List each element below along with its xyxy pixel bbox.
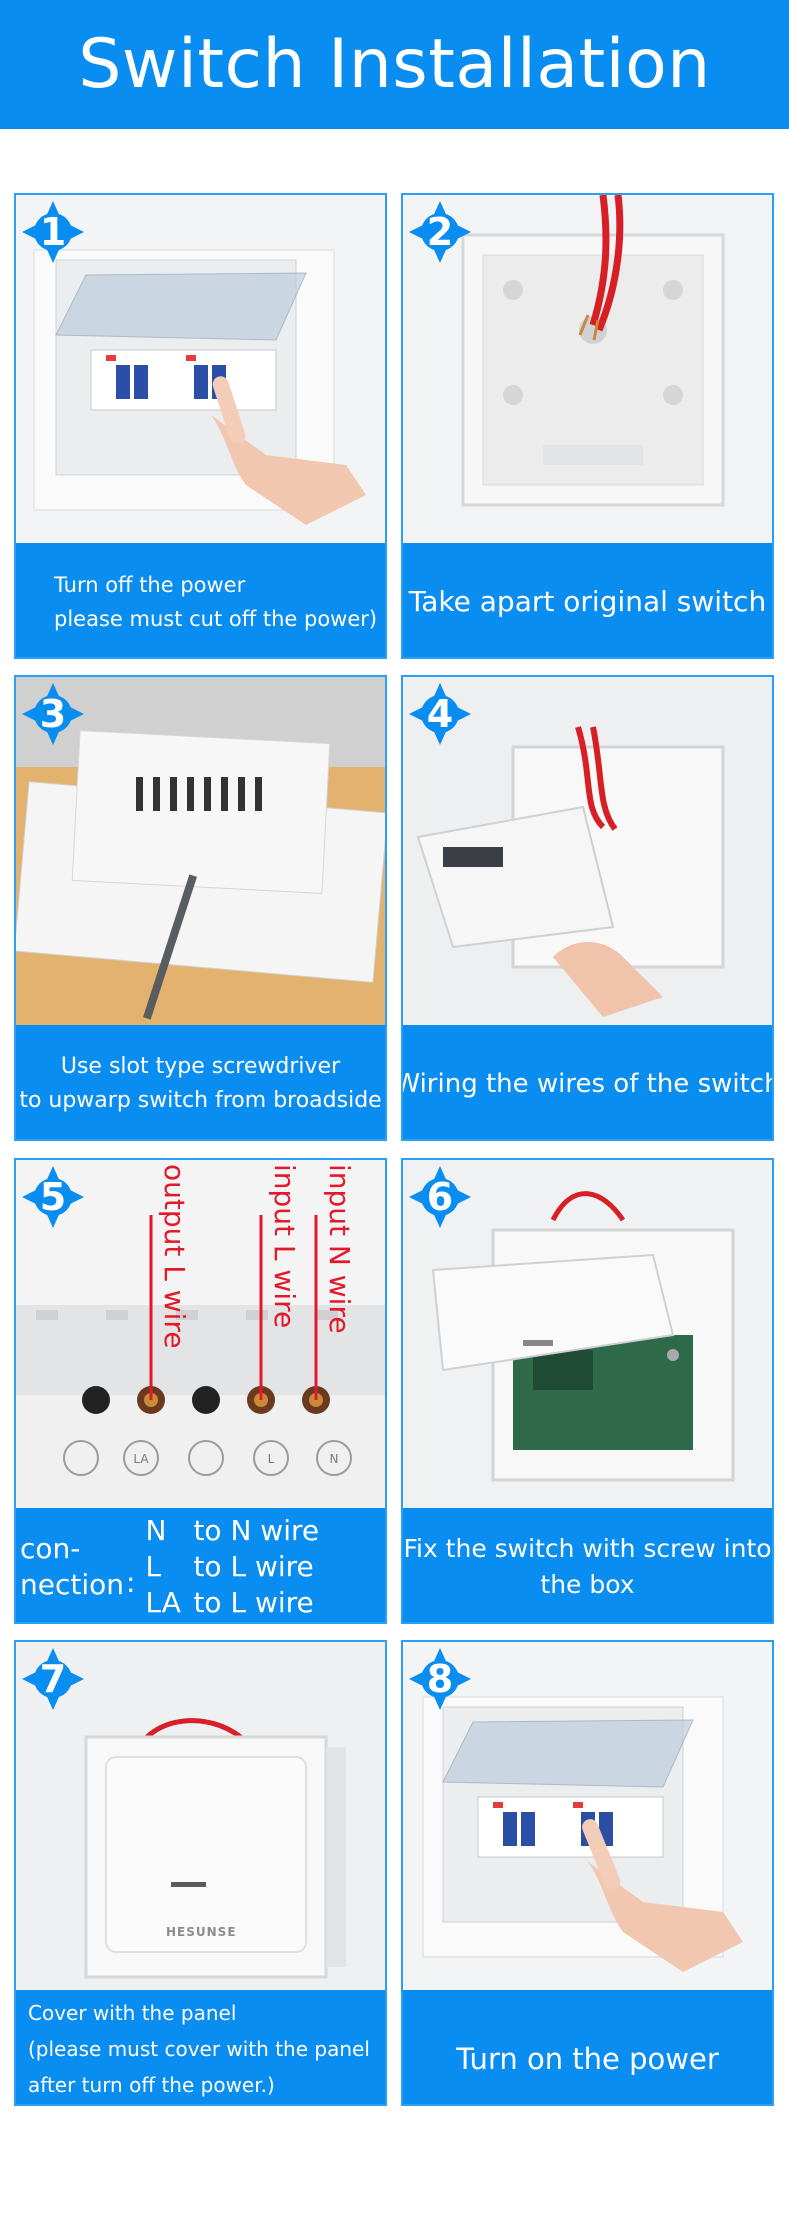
screwdriver-photo bbox=[16, 677, 385, 1025]
caption-line: to upwarp switch from broadside bbox=[19, 1088, 382, 1113]
caption-line: Turn on the power bbox=[456, 2042, 719, 2076]
step-number: 2 bbox=[426, 210, 454, 254]
fix-screw-photo bbox=[403, 1160, 772, 1508]
terminal-photo: LA L N bbox=[16, 1160, 385, 1508]
step-caption-7: Cover with the panel (please must cover … bbox=[16, 1990, 385, 2104]
breaker-panel-photo bbox=[16, 195, 385, 543]
svg-text:L: L bbox=[268, 1452, 275, 1466]
svg-text:LA: LA bbox=[133, 1452, 149, 1466]
step-number: 7 bbox=[39, 1657, 67, 1701]
wiring-photo bbox=[403, 677, 772, 1025]
step-caption-1: Turn off the power please must cut off t… bbox=[16, 543, 385, 657]
step-caption-6: Fix the switch with screw into the box bbox=[403, 1508, 772, 1622]
connection-label: con- bbox=[20, 1532, 81, 1565]
step-card-7: HESUNSE 7 Cover with the panel (please m… bbox=[14, 1640, 387, 2106]
wire-label-output-l: output L wire bbox=[158, 1164, 191, 1349]
wire-label-input-l: input L wire bbox=[268, 1164, 301, 1329]
step-badge-4: 4 bbox=[407, 681, 473, 747]
step-badge-6: 6 bbox=[407, 1164, 473, 1230]
caption-line: Use slot type screwdriver bbox=[60, 1054, 341, 1079]
step-badge-2: 2 bbox=[407, 199, 473, 265]
step-card-4: 4 Wiring the wires of the switch bbox=[401, 675, 774, 1141]
step-card-2: 2 Take apart original switch bbox=[401, 193, 774, 659]
step-badge-7: 7 bbox=[20, 1646, 86, 1712]
connection-colon: : bbox=[126, 1565, 136, 1599]
step-number: 8 bbox=[426, 1657, 454, 1701]
step-card-5: LA L N output L wire input L wire input N … bbox=[14, 1158, 387, 1624]
panel-cover-photo bbox=[16, 1642, 385, 1990]
step-number: 3 bbox=[39, 692, 67, 736]
page-title: Switch Installation bbox=[78, 24, 711, 104]
step-card-1: 1 Turn off the power please must cut off… bbox=[14, 193, 387, 659]
step-badge-3: 3 bbox=[20, 681, 86, 747]
connection-label: nection bbox=[20, 1568, 125, 1601]
step-card-6: 6 Fix the switch with screw into the box bbox=[401, 1158, 774, 1624]
brand-logo: HESUNSE bbox=[166, 1925, 237, 1939]
caption-line: please must cut off the power) bbox=[54, 607, 378, 631]
caption-line: Take apart original switch bbox=[408, 585, 767, 618]
wall-box-photo bbox=[403, 195, 772, 543]
step-card-8: 8 Turn on the power bbox=[401, 1640, 774, 2106]
breaker-on-photo bbox=[403, 1642, 772, 1990]
step-number: 5 bbox=[39, 1175, 67, 1219]
page-header: Switch Installation bbox=[0, 0, 789, 129]
caption-line: Cover with the panel bbox=[28, 2001, 237, 2025]
step-caption-3: Use slot type screwdriver to upwarp swit… bbox=[16, 1025, 385, 1139]
caption-line: Fix the switch with screw into bbox=[403, 1534, 772, 1563]
step-badge-5: 5 bbox=[20, 1164, 86, 1230]
step-number: 6 bbox=[426, 1175, 454, 1219]
step-number: 4 bbox=[426, 692, 454, 736]
caption-line: (please must cover with the panel bbox=[28, 2037, 370, 2061]
svg-text:N: N bbox=[330, 1452, 339, 1466]
step-caption-4: Wiring the wires of the switch bbox=[401, 1025, 774, 1139]
step-badge-1: 1 bbox=[20, 199, 86, 265]
caption-line: Wiring the wires of the switch bbox=[401, 1069, 774, 1099]
step-card-3: 3 Use slot type screwdriver to upwarp sw… bbox=[14, 675, 387, 1141]
caption-line: the box bbox=[540, 1570, 635, 1599]
caption-line: after turn off the power.) bbox=[28, 2073, 275, 2097]
wire-label-input-n: input N wire bbox=[323, 1164, 356, 1334]
step-number: 1 bbox=[39, 210, 67, 254]
step-caption-2: Take apart original switch bbox=[403, 543, 772, 657]
caption-line: Turn off the power bbox=[54, 573, 246, 597]
step-caption-8: Turn on the power bbox=[403, 1990, 772, 2104]
step-badge-8: 8 bbox=[407, 1646, 473, 1712]
